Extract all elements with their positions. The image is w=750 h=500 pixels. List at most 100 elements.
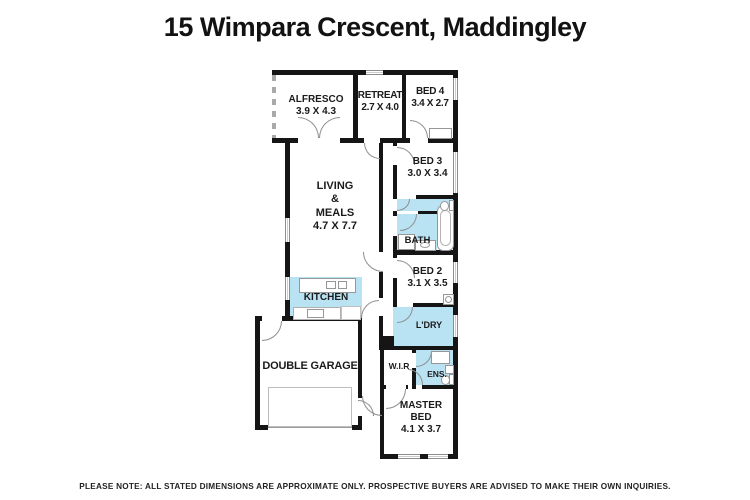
window xyxy=(428,454,448,459)
wall xyxy=(272,70,366,75)
disclaimer-note: PLEASE NOTE: ALL STATED DIMENSIONS ARE A… xyxy=(79,482,671,491)
garage-door-panel xyxy=(268,387,352,427)
wall xyxy=(285,300,290,321)
wall xyxy=(255,316,262,321)
room-dims: 3.9 X 4.3 xyxy=(295,106,337,118)
room-dims: 2.7 X 4.0 xyxy=(361,102,399,114)
wall xyxy=(393,165,397,198)
room-name: LIVING & MEALS xyxy=(315,180,355,219)
bathtub-inner xyxy=(440,210,451,246)
trough-bowl xyxy=(445,296,452,303)
wall-pillar xyxy=(379,336,394,350)
door-arc xyxy=(410,120,428,138)
wall xyxy=(420,454,428,459)
ensuite-shower xyxy=(431,351,450,364)
door-arc xyxy=(363,252,383,272)
label-ens: ENS. xyxy=(424,369,450,379)
wall xyxy=(453,283,458,315)
window xyxy=(398,454,420,459)
wall xyxy=(255,321,260,430)
wall xyxy=(358,316,362,398)
wall xyxy=(358,416,362,430)
wall xyxy=(393,255,397,258)
fridge-nook xyxy=(341,306,361,320)
shower xyxy=(398,234,415,250)
wall xyxy=(416,195,458,199)
wall xyxy=(453,70,458,78)
ensuite-vanity xyxy=(445,365,454,374)
wall xyxy=(453,100,458,152)
room-dims: 3.1 X 3.5 xyxy=(407,278,448,290)
label-bath: BATH xyxy=(399,235,436,247)
wall xyxy=(402,70,406,138)
wall xyxy=(428,138,458,143)
room-dims: 3.0 X 3.4 xyxy=(407,168,448,180)
wall xyxy=(380,389,384,459)
door-arc xyxy=(262,321,282,341)
laundry-door-gap xyxy=(453,315,458,337)
wall xyxy=(353,70,358,143)
room-dims: 4.1 X 3.7 xyxy=(400,424,442,436)
room-name: BED 2 xyxy=(412,266,443,277)
toilet-tank xyxy=(449,200,454,211)
wall xyxy=(393,195,397,199)
label-garage: DOUBLE GARAGE xyxy=(262,360,358,373)
wall xyxy=(379,272,383,298)
sink-icon xyxy=(326,281,336,289)
wall xyxy=(393,236,397,252)
label-bed4: BED 4 3.4 X 2.7 xyxy=(406,86,454,110)
room-name: L'DRY xyxy=(415,320,443,330)
wall xyxy=(418,211,438,214)
wall xyxy=(380,454,398,459)
label-living: LIVING & MEALS 4.7 X 7.7 xyxy=(295,180,375,234)
wall xyxy=(380,346,458,350)
alfresco-open-edge xyxy=(272,75,276,138)
door-arc xyxy=(298,117,319,138)
bed4-robe xyxy=(429,128,452,139)
label-ldry: L'DRY xyxy=(408,320,450,331)
room-name: BATH xyxy=(404,235,431,246)
wall xyxy=(393,303,397,307)
wall xyxy=(393,143,397,146)
window xyxy=(453,78,458,100)
room-name: DOUBLE GARAGE xyxy=(262,360,358,372)
wall xyxy=(453,337,458,459)
window xyxy=(366,70,383,75)
label-bed2: BED 2 3.1 X 3.5 xyxy=(400,266,455,290)
wall xyxy=(413,303,458,307)
wall xyxy=(285,138,290,218)
room-name: MASTER BED xyxy=(399,400,443,424)
wall xyxy=(422,385,458,389)
room-name: W.I.R xyxy=(388,361,410,371)
wall xyxy=(393,278,397,307)
sink-icon xyxy=(420,242,430,248)
room-name: RETREAT xyxy=(357,90,403,101)
wall xyxy=(448,454,458,459)
label-bed3: BED 3 3.0 X 3.4 xyxy=(400,156,455,180)
wall xyxy=(255,425,268,430)
toilet-icon xyxy=(441,375,450,385)
room-name: KITCHEN xyxy=(303,292,349,303)
wall xyxy=(393,250,458,255)
wall xyxy=(393,211,397,216)
garage-door-line xyxy=(268,427,352,428)
page-title: 15 Wimpara Crescent, Maddingley xyxy=(163,12,587,42)
door-arc xyxy=(364,143,380,159)
wall xyxy=(406,385,408,389)
wall xyxy=(380,385,386,389)
room-name: BED 4 xyxy=(416,86,444,97)
label-wir: W.I.R xyxy=(385,361,413,371)
wall xyxy=(352,425,362,430)
window xyxy=(285,218,290,242)
label-master: MASTER BED 4.1 X 3.7 xyxy=(390,400,452,437)
room-name: ENS. xyxy=(427,369,447,379)
wall xyxy=(379,143,383,252)
toilet-icon xyxy=(440,201,449,211)
window xyxy=(453,152,458,193)
wall xyxy=(453,193,458,262)
wall xyxy=(383,70,458,75)
window xyxy=(285,277,290,300)
room-dims: 3.4 X 2.7 xyxy=(411,98,449,110)
room-name: ALFRESCO xyxy=(288,94,344,105)
